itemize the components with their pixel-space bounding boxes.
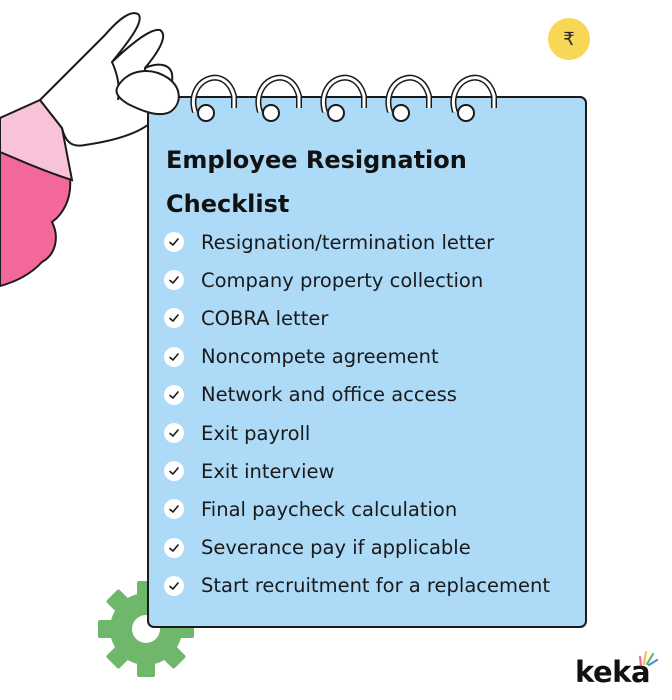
checklist-item: Noncompete agreement — [164, 338, 550, 376]
checklist-item: Final paycheck calculation — [164, 490, 550, 528]
checklist-item: Exit interview — [164, 452, 550, 490]
checklist-item-label: Resignation/termination letter — [201, 230, 495, 254]
checklist-item-label: Exit payroll — [201, 421, 311, 445]
checklist: Resignation/termination letter Company p… — [164, 223, 550, 605]
check-icon — [164, 308, 184, 329]
title-line-1: Employee Resignation — [166, 146, 467, 174]
rupee-symbol: ₹ — [563, 28, 575, 50]
logo-rays-icon — [638, 650, 659, 667]
check-icon — [164, 499, 184, 520]
spiral-ring — [450, 74, 497, 122]
checklist-item-label: Final paycheck calculation — [201, 497, 458, 521]
checklist-item: Network and office access — [164, 376, 550, 414]
brand-logo: keka — [575, 655, 651, 689]
spiral-ring — [190, 74, 237, 122]
check-icon — [164, 384, 184, 405]
checklist-item: Start recruitment for a replacement — [164, 567, 550, 605]
check-icon — [164, 232, 184, 253]
checklist-item-label: Noncompete agreement — [201, 345, 439, 369]
checklist-title: Employee Resignation Checklist — [166, 138, 566, 226]
checklist-item: Company property collection — [164, 261, 550, 299]
checklist-item-label: Network and office access — [201, 383, 457, 407]
checklist-item: Exit payroll — [164, 414, 550, 452]
checklist-item-label: Company property collection — [201, 268, 484, 292]
spiral-ring — [385, 74, 432, 122]
checklist-item: COBRA letter — [164, 299, 550, 337]
check-icon — [164, 346, 184, 367]
check-icon — [164, 423, 184, 444]
checklist-item-label: Start recruitment for a replacement — [201, 574, 550, 598]
checklist-item: Resignation/termination letter — [164, 223, 550, 261]
spiral-ring — [320, 74, 367, 122]
check-icon — [164, 270, 184, 291]
title-line-2: Checklist — [166, 190, 290, 218]
check-icon — [164, 575, 184, 596]
checklist-item: Severance pay if applicable — [164, 529, 550, 567]
spiral-ring — [255, 74, 302, 122]
coin-icon: ₹ — [548, 18, 590, 60]
checklist-item-label: Exit interview — [201, 459, 335, 483]
check-icon — [164, 461, 184, 482]
check-icon — [164, 537, 184, 558]
checklist-item-label: Severance pay if applicable — [201, 536, 471, 560]
checklist-item-label: COBRA letter — [201, 306, 329, 330]
